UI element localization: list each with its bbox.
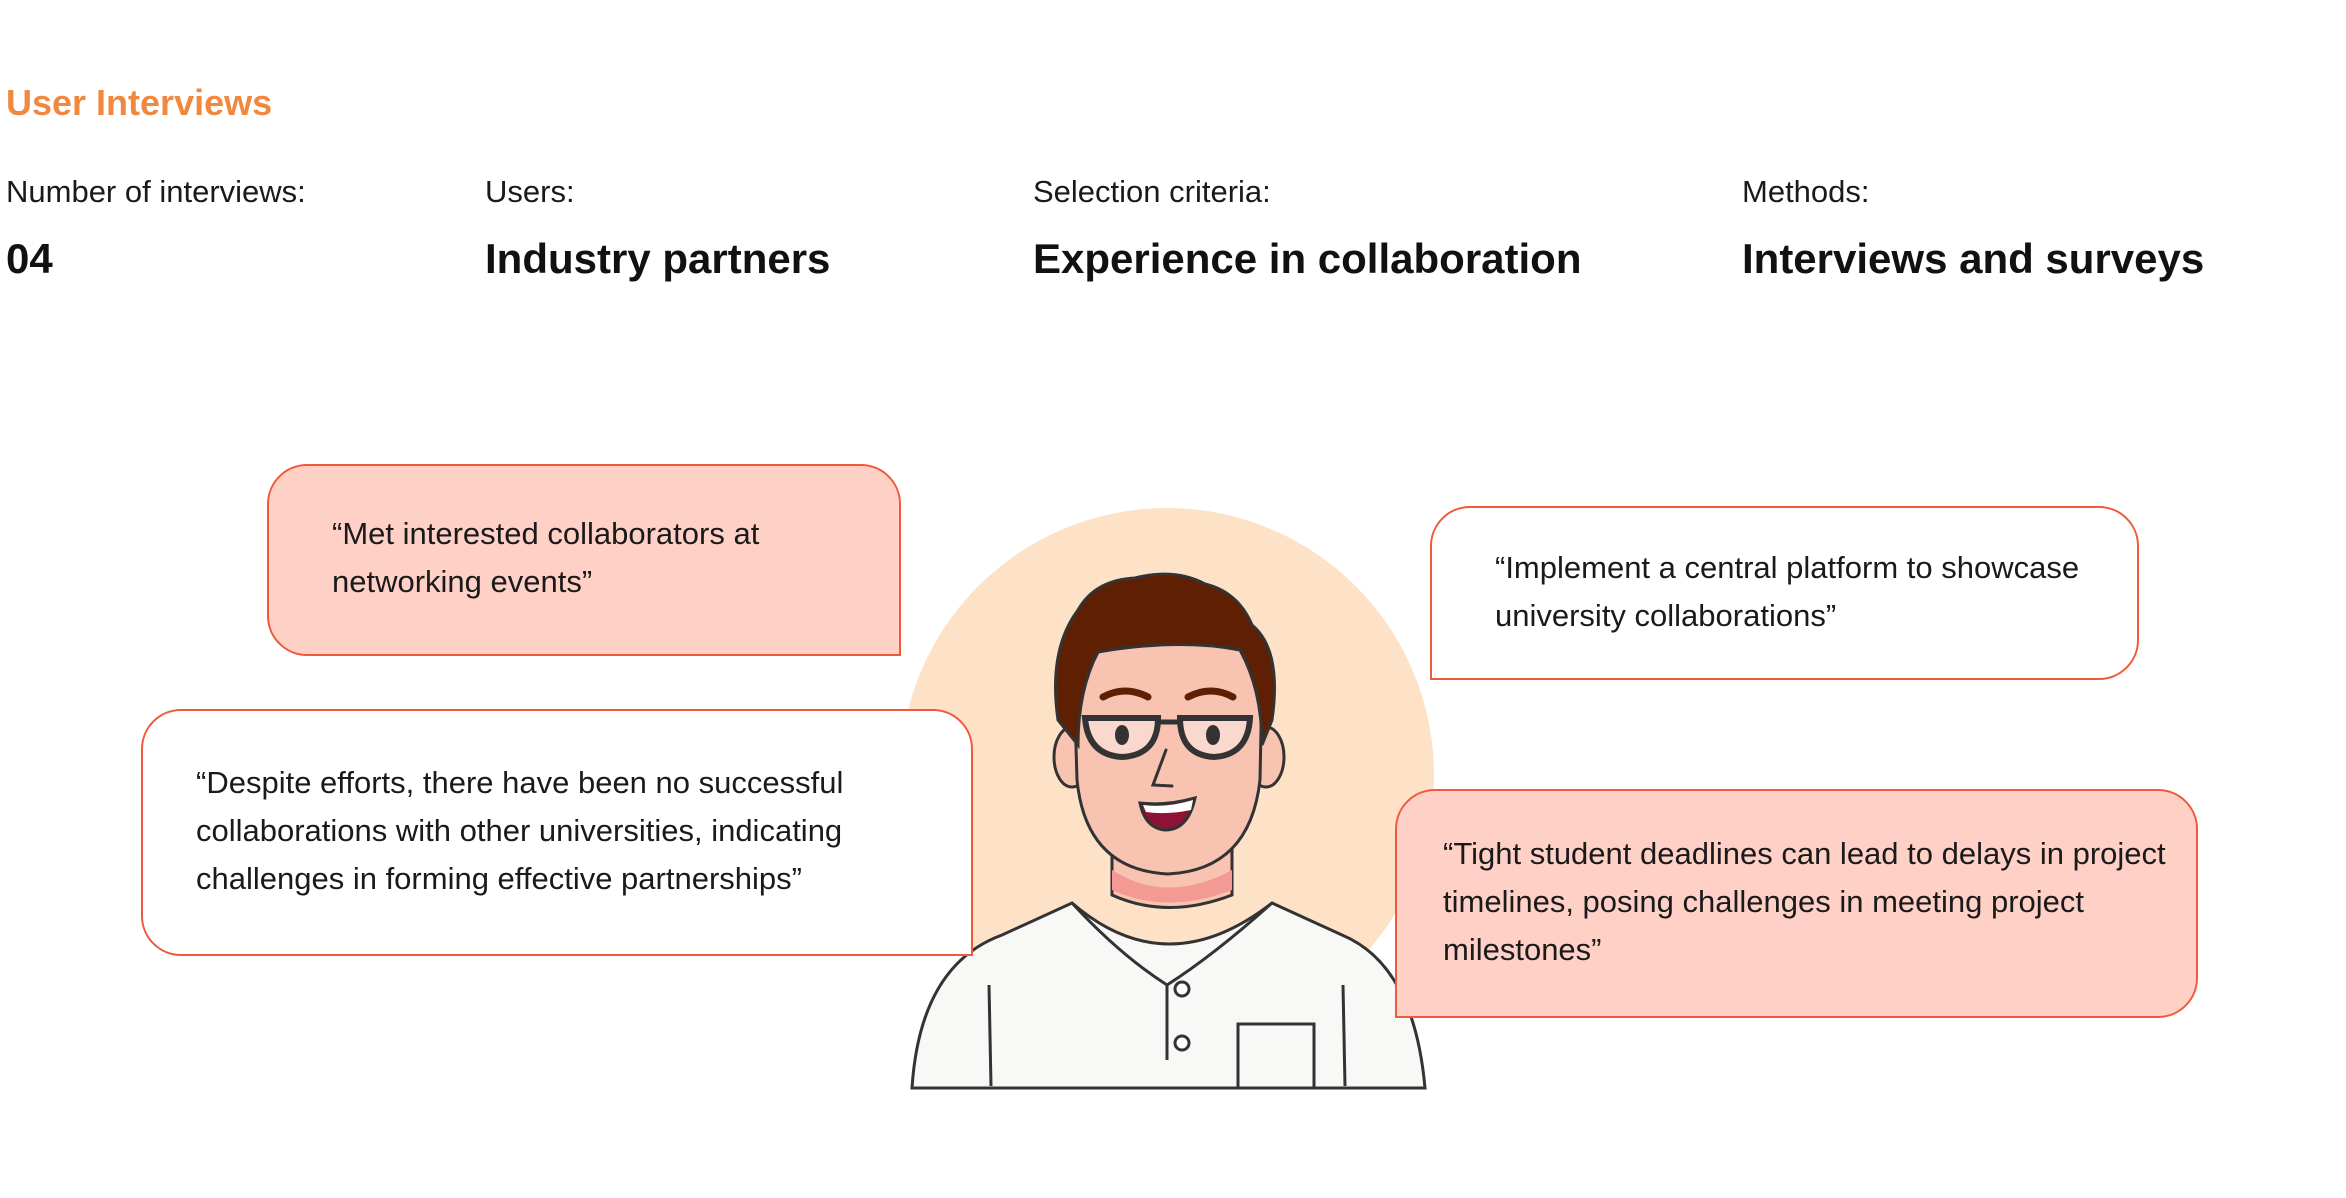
- stat-value: Industry partners: [485, 235, 831, 282]
- quote-text: “Met interested collaborators at network…: [332, 516, 760, 599]
- stat-value: Interviews and surveys: [1742, 235, 2205, 282]
- quote-text: “Implement a central platform to showcas…: [1495, 550, 2080, 633]
- section-title: User Interviews: [6, 82, 273, 123]
- quote-bubble: “Met interested collaborators at network…: [267, 464, 901, 656]
- stat-label: Selection criteria:: [1033, 174, 1271, 209]
- quote-bubble: “Despite efforts, there have been no suc…: [141, 709, 973, 956]
- stat-label: Methods:: [1742, 174, 1870, 209]
- quote-bubble: “Implement a central platform to showcas…: [1430, 506, 2139, 680]
- hair: [1054, 572, 1276, 750]
- quote-bubble: “Tight student deadlines can lead to del…: [1395, 789, 2198, 1018]
- stat-value: 04: [6, 235, 53, 282]
- stat-value: Experience in collaboration: [1033, 235, 1582, 282]
- stat-users: Users: Industry partners: [485, 172, 830, 284]
- stat-methods: Methods: Interviews and surveys: [1742, 172, 2204, 284]
- quote-text: “Despite efforts, there have been no suc…: [196, 765, 844, 896]
- stat-selection-criteria: Selection criteria: Experience in collab…: [1033, 172, 1581, 284]
- quote-text: “Tight student deadlines can lead to del…: [1443, 836, 2166, 967]
- stat-label: Users:: [485, 174, 575, 209]
- stat-label: Number of interviews:: [6, 174, 306, 209]
- stat-interviews: Number of interviews: 04: [6, 172, 306, 284]
- person-illustration: [910, 572, 1427, 1090]
